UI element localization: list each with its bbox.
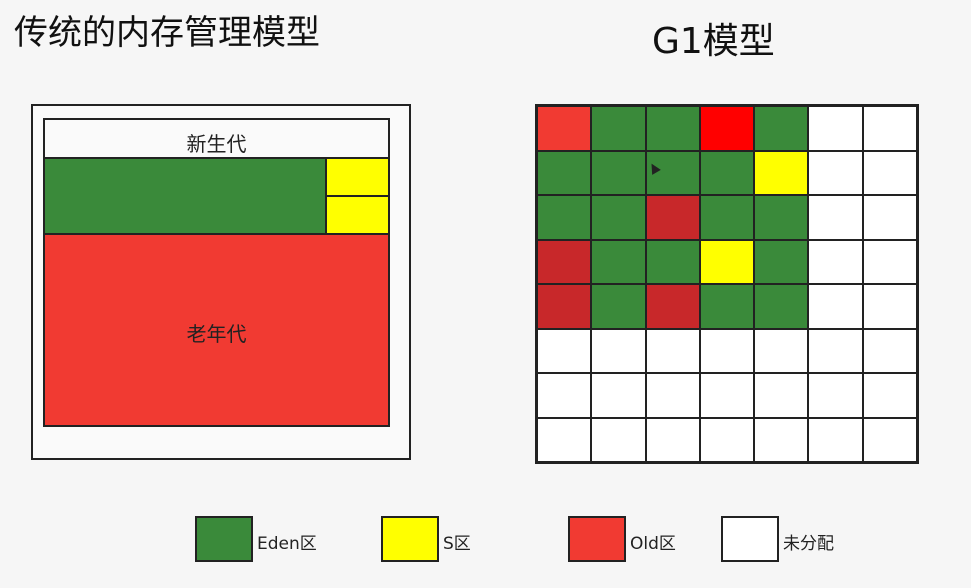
survivor-region-0 <box>325 157 390 197</box>
region-cell-free <box>537 417 592 462</box>
region-cell-free <box>591 417 646 462</box>
old-generation-label: 老年代 <box>186 322 247 346</box>
region-cell-free <box>862 239 917 284</box>
legend-free-swatch <box>721 516 779 562</box>
region-cell-eden <box>537 150 592 195</box>
region-cell-free <box>808 417 863 462</box>
legend-old-swatch <box>568 516 626 562</box>
region-cell-free <box>808 373 863 418</box>
region-cell-free <box>645 417 700 462</box>
g1-region-grid <box>535 104 919 464</box>
region-cell-eden <box>591 284 646 329</box>
survivor-region-1 <box>325 195 390 235</box>
legend-eden-swatch <box>195 516 253 562</box>
region-cell-survivor <box>699 239 755 284</box>
region-cell-eden <box>754 106 809 151</box>
region-cell-eden <box>645 150 700 195</box>
region-cell-old <box>645 284 700 329</box>
legend-eden-label: Eden区 <box>257 534 317 554</box>
region-cell-eden <box>699 284 755 329</box>
region-cell-eden <box>591 239 646 284</box>
region-cell-free <box>699 328 755 373</box>
region-cell-free <box>862 195 917 240</box>
region-cell-free <box>754 373 809 418</box>
region-cell-old-vivid <box>699 106 755 151</box>
region-cell-free <box>862 417 917 462</box>
region-cell-free <box>537 328 592 373</box>
region-cell-free <box>862 373 917 418</box>
legend-survivor-label: S区 <box>443 534 471 554</box>
region-cell-free <box>808 284 863 329</box>
region-cell-free <box>754 328 809 373</box>
region-cell-eden <box>754 239 809 284</box>
region-cell-free <box>862 328 917 373</box>
region-cell-free <box>808 150 863 195</box>
region-cell-free <box>862 284 917 329</box>
region-cell-eden <box>645 239 700 284</box>
region-cell-free <box>699 417 755 462</box>
region-cell-eden <box>591 106 646 151</box>
region-cell-eden <box>591 195 646 240</box>
region-cell-eden <box>699 150 755 195</box>
old-generation-region <box>43 233 390 427</box>
region-cell-free <box>645 373 700 418</box>
region-cell-free <box>754 417 809 462</box>
region-cell-eden <box>537 195 592 240</box>
region-cell-free <box>808 195 863 240</box>
region-cell-free <box>537 373 592 418</box>
region-cell-free <box>808 106 863 151</box>
region-cell-free <box>591 328 646 373</box>
region-cell-eden <box>645 106 700 151</box>
region-cell-eden <box>754 284 809 329</box>
region-cell-eden <box>591 150 646 195</box>
region-cell-free <box>808 328 863 373</box>
region-cell-old-bright <box>537 106 592 151</box>
region-cell-free <box>862 106 917 151</box>
legend-free-label: 未分配 <box>783 534 834 554</box>
region-cell-old <box>645 195 700 240</box>
region-cell-old <box>537 239 592 284</box>
region-cell-free <box>862 150 917 195</box>
legend-survivor-swatch <box>381 516 439 562</box>
region-cell-old <box>537 284 592 329</box>
region-cell-free <box>808 239 863 284</box>
region-cell-eden <box>754 195 809 240</box>
eden-region <box>43 157 327 235</box>
legend-old-label: Old区 <box>630 534 676 554</box>
traditional-model-title: 传统的内存管理模型 <box>14 13 320 53</box>
region-cell-free <box>645 328 700 373</box>
g1-model-title: G1模型 <box>652 21 775 62</box>
region-cell-survivor <box>754 150 809 195</box>
region-cell-free <box>591 373 646 418</box>
region-cell-eden <box>699 195 755 240</box>
young-generation-label: 新生代 <box>186 132 247 156</box>
region-cell-free <box>699 373 755 418</box>
